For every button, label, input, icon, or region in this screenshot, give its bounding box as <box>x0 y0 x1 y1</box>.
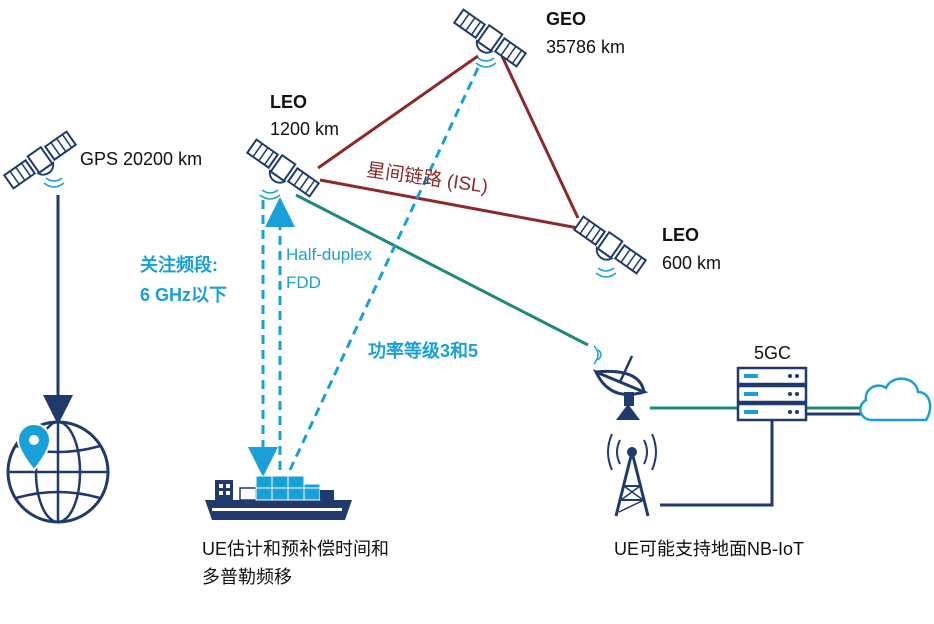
isl-leo1200-geo <box>317 54 479 170</box>
cloud-icon <box>859 377 932 422</box>
feeder-link <box>295 193 589 347</box>
band-label-line1: 关注频段: <box>140 255 218 275</box>
ground-network <box>650 406 872 507</box>
isl-geo-leo600 <box>500 55 580 219</box>
duplex-label-line2: FDD <box>286 273 321 292</box>
gps-label: GPS 20200 km <box>80 149 203 169</box>
leo-600-name-label: LEO <box>662 225 700 245</box>
ship-caption-line1: UE估计和预补偿时间和 <box>202 539 390 559</box>
core-label: 5GC <box>754 343 792 363</box>
cargo-ship-icon <box>205 475 352 520</box>
location-pin-icon <box>16 422 52 472</box>
tower-to-core-link <box>660 420 774 507</box>
ship-caption-line2: 多普勒频移 <box>202 567 292 587</box>
satellite-icon-leo-600 <box>572 215 648 275</box>
duplex-label-line1: Half-duplex <box>286 245 372 264</box>
geo-name-label: GEO <box>546 9 587 29</box>
leo-1200-name-label: LEO <box>270 92 308 112</box>
leo-1200-altitude-label: 1200 km <box>270 119 340 139</box>
geo-altitude-label: 35786 km <box>546 37 626 57</box>
isl-leo1200-leo600 <box>319 178 579 230</box>
satellite-icon-gps <box>2 130 78 190</box>
power-class-label: 功率等级3和5 <box>368 341 479 361</box>
leo-600-altitude-label: 600 km <box>662 253 722 273</box>
signal-waves <box>43 57 617 365</box>
cell-tower-icon <box>607 433 657 517</box>
satellite-icon-geo <box>452 8 528 68</box>
tower-caption: UE可能支持地面NB-IoT <box>614 539 805 559</box>
satellite-icon-leo-1200 <box>245 138 321 198</box>
band-label-line2: 6 GHz以下 <box>140 285 228 305</box>
isl-links <box>317 54 580 230</box>
satellite-dish-icon <box>593 355 649 420</box>
core-server-icon <box>736 366 808 422</box>
